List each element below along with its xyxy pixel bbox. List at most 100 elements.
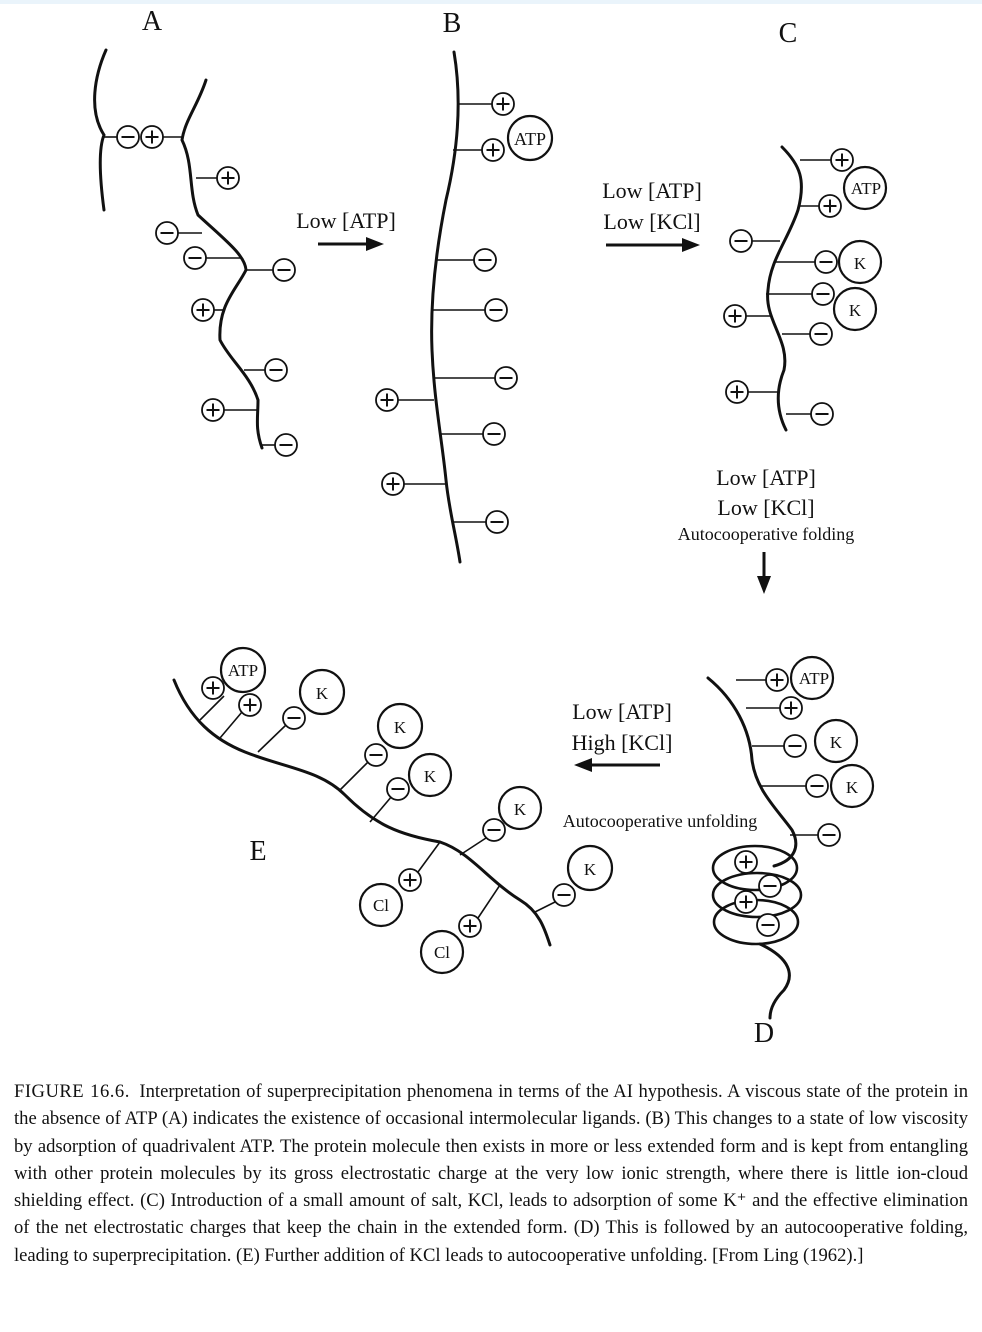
minus-ion — [364, 743, 388, 767]
atp-ligand — [219, 646, 267, 694]
minus-ion — [116, 125, 140, 149]
potassium-label: K — [849, 301, 862, 320]
minus-ion — [758, 874, 782, 898]
potassium-ligand — [813, 718, 859, 764]
top-edge — [0, 0, 982, 4]
minus-ion — [805, 774, 829, 798]
arrow-left-icon — [574, 758, 592, 772]
minus-ion — [482, 422, 506, 446]
transition-d-to-e-line1: Low [ATP] — [572, 699, 672, 724]
plus-ion — [398, 868, 422, 892]
minus-ion — [482, 818, 506, 842]
potassium-ligand — [407, 752, 453, 798]
atp-label: ATP — [228, 661, 258, 680]
panel-e-chain — [172, 678, 552, 947]
plus-ion — [723, 304, 747, 328]
transition-d-to-e: Low [ATP] High [KCl] Autocooperative unf… — [563, 699, 757, 831]
minus-ion — [282, 706, 306, 730]
plus-ion — [201, 398, 225, 422]
potassium-label: K — [424, 767, 437, 786]
arrow-right-icon — [682, 238, 700, 252]
plus-ion — [381, 472, 405, 496]
chloride-ligand — [358, 882, 404, 928]
atp-ligand — [506, 114, 554, 162]
chloride-label: Cl — [373, 896, 389, 915]
minus-ion — [494, 366, 518, 390]
minus-ion — [484, 298, 508, 322]
plus-ion — [734, 850, 758, 874]
atp-label: ATP — [514, 129, 546, 149]
minus-ion — [473, 248, 497, 272]
minus-ion — [386, 777, 410, 801]
transition-c-to-d-line2: Low [KCl] — [717, 495, 814, 520]
atp-ligand — [842, 165, 888, 211]
atp-label: ATP — [799, 669, 829, 688]
arrow-down-icon — [757, 576, 771, 594]
transition-a-to-b-line1: Low [ATP] — [296, 208, 396, 233]
minus-ion — [155, 221, 179, 245]
panel-b: B ATP — [375, 8, 554, 564]
minus-ion — [272, 258, 296, 282]
plus-ion — [765, 668, 789, 692]
plus-ion — [458, 914, 482, 938]
transition-a-to-b: Low [ATP] — [296, 208, 396, 251]
plus-ion — [734, 890, 758, 914]
plus-ion — [491, 92, 515, 116]
atp-label: ATP — [851, 179, 881, 198]
panel-b-label: B — [443, 8, 462, 39]
panel-d-label: D — [754, 1018, 774, 1049]
minus-ion — [552, 883, 576, 907]
potassium-ligand — [298, 668, 346, 716]
minus-ion — [183, 246, 207, 270]
minus-ion — [485, 510, 509, 534]
potassium-ligand — [376, 702, 424, 750]
transition-b-to-c: Low [ATP] Low [KCl] — [602, 178, 702, 252]
minus-ion — [264, 358, 288, 382]
atp-ligand — [789, 655, 835, 701]
potassium-label: K — [854, 254, 867, 273]
panel-e: E ATP K K K K Cl Cl K — [172, 646, 614, 975]
plus-ion — [481, 138, 505, 162]
transition-b-to-c-line2: Low [KCl] — [603, 209, 700, 234]
minus-ion — [811, 282, 835, 306]
chloride-label: Cl — [434, 943, 450, 962]
panel-a-label: A — [142, 6, 163, 37]
panel-c-label: C — [779, 18, 798, 49]
potassium-label: K — [830, 733, 843, 752]
chloride-ligand — [419, 929, 465, 975]
figure-label: FIGURE 16.6. — [14, 1081, 130, 1102]
plus-ion — [375, 388, 399, 412]
plus-ion — [191, 298, 215, 322]
potassium-label: K — [316, 684, 329, 703]
figure-caption: FIGURE 16.6. Interpretation of superprec… — [14, 1078, 968, 1269]
superprecipitation-diagram: A Low [ATP] B ATP — [93, 6, 888, 1049]
arrow-right-icon — [366, 237, 384, 251]
minus-ion — [783, 734, 807, 758]
transition-d-to-e-line2: High [KCl] — [572, 730, 673, 755]
figure-caption-text: Interpretation of superprecipitation phe… — [14, 1081, 968, 1266]
transition-d-to-e-line3: Autocooperative unfolding — [563, 811, 757, 831]
minus-ion — [756, 913, 780, 937]
minus-ion — [817, 823, 841, 847]
plus-ion — [140, 125, 164, 149]
potassium-label: K — [584, 860, 597, 879]
panel-c: C ATP K K — [723, 18, 888, 432]
panel-c-chain — [766, 145, 803, 432]
minus-ion — [809, 322, 833, 346]
minus-ion — [814, 250, 838, 274]
plus-ion — [830, 148, 854, 172]
panel-d-chain — [706, 676, 798, 868]
panel-d: D ATP K K — [706, 655, 875, 1049]
panel-a: A — [93, 6, 298, 457]
potassium-label: K — [394, 718, 407, 737]
potassium-ligand — [566, 844, 614, 892]
helix-loop — [711, 871, 803, 919]
plus-ion — [725, 380, 749, 404]
plus-ion — [238, 693, 262, 717]
panel-a-chain-left — [93, 48, 108, 212]
plus-ion — [201, 676, 225, 700]
minus-ion — [274, 433, 298, 457]
minus-ion — [810, 402, 834, 426]
potassium-label: K — [846, 778, 859, 797]
potassium-label: K — [514, 800, 527, 819]
